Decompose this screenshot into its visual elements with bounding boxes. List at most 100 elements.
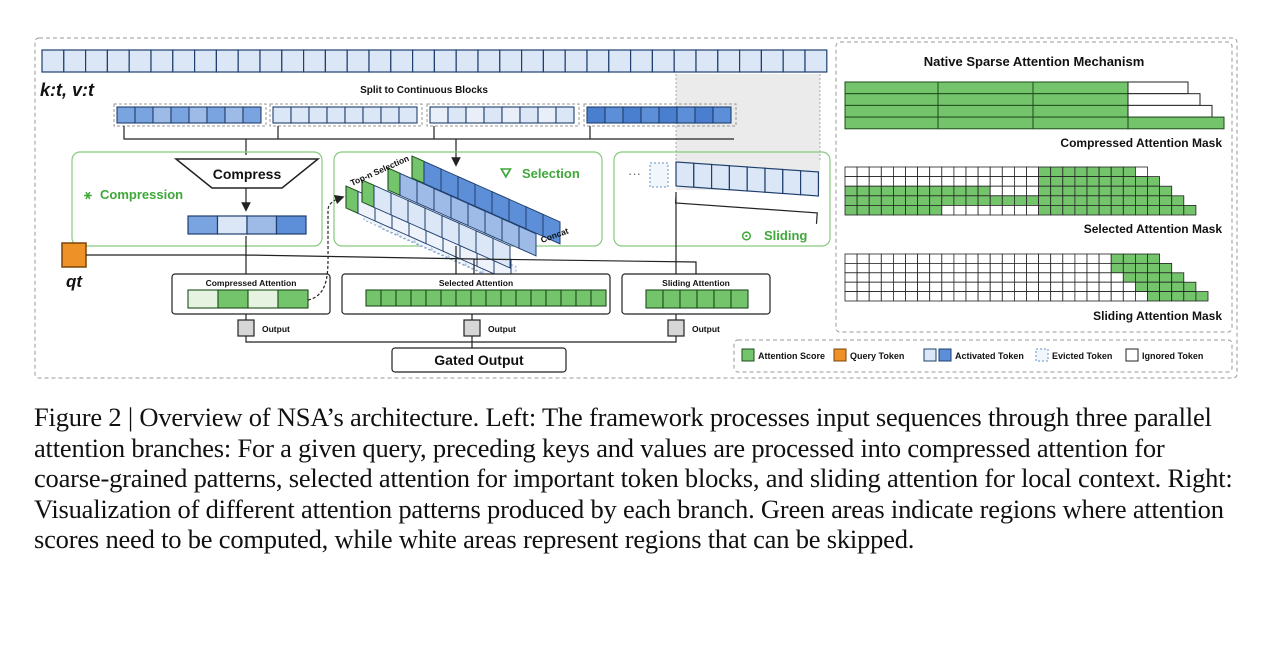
mask-skipped-cell [1026,176,1040,187]
output-label: Output [488,324,516,334]
figure-caption: Figure 2 | Overview of NSA’s architectur… [34,402,1233,554]
mask-skipped-cell [917,166,931,178]
mask-score-cell [1135,176,1148,187]
sliding-dots: ··· [628,166,641,181]
mask-score-cell [1038,195,1052,206]
kv-token [368,49,392,73]
block-token [694,106,714,124]
mask-skipped-cell [868,291,882,302]
mask-score-cell [868,195,882,206]
mask-skipped-cell [868,253,882,264]
kv-token-sequence [41,49,828,73]
mask-score-cell [1183,204,1197,216]
kv-token [106,49,130,73]
selection-block [387,167,537,257]
sliding-token [693,162,713,190]
mask-skipped-cell [880,253,894,264]
block-token [134,106,154,124]
mask-score-cell [1086,176,1100,187]
mask-skipped-cell [941,166,955,178]
mask-skipped-cell [1074,291,1088,302]
selected-attention-label: Selected Attention [439,278,513,288]
kv-token [455,49,479,73]
mask-skipped-cell [856,272,870,283]
mask-skipped-cell [905,176,919,187]
selection-token [542,213,561,245]
kv-token [237,49,261,73]
mask-skipped-cell [953,253,967,264]
mask-score-cell [1098,204,1112,216]
mask-score-cell [1147,281,1161,293]
mask-skipped-cell [1074,272,1088,283]
mask-skipped-cell [989,166,1003,178]
mask-skipped-cell [965,253,979,264]
mask-score-cell [1050,204,1064,216]
mask-score-row [844,81,1129,95]
mask-score-cell [905,195,919,206]
mask-skipped-cell [880,166,894,178]
mask-skipped-cell [1001,262,1015,274]
mask-skipped-cell [989,291,1003,302]
mask-skipped-cell [1050,272,1064,283]
mask-skipped-cell [941,272,955,283]
kv-token [128,49,152,73]
mask-score-cell [1062,166,1076,178]
mask-skipped-cell [1062,262,1076,274]
mask-score-cell [1110,262,1124,274]
mask-score-cell [1135,262,1148,274]
mask-skipped-cell [1135,291,1148,302]
mask-score-cell [1050,185,1064,197]
compressed-token [216,215,248,235]
sliding-token [675,161,695,188]
kv-token [259,49,283,73]
mask-score-cell [1074,166,1088,178]
mask-skipped-cell [905,291,919,302]
mask-skipped-cell [1086,291,1100,302]
mask-skipped-cell [1014,253,1027,264]
mask-skipped-cell [1026,272,1040,283]
mask-score-cell [1171,291,1185,302]
mask-skipped-cell [893,262,906,274]
attention-score-cell [455,289,472,307]
mechanism-dashed-panel [835,41,1233,333]
kv-token [194,49,218,73]
mask-skipped-cell [1098,272,1112,283]
mask-skipped-cell [977,291,991,302]
attention-score-cell [380,289,397,307]
mask-score-cell [844,185,858,197]
sliding-panel [613,151,831,247]
mask-skipped-cell [1026,204,1040,216]
continuous-blocks [113,103,737,127]
block-token [326,106,346,124]
mask-skipped-cell [941,291,955,302]
gated-output-label: Gated Output [434,352,524,368]
mask-skipped-cell [953,166,967,178]
attention-score-cell [470,289,487,307]
mask-skipped-cell [977,272,991,283]
mask-score-cell [1001,195,1015,206]
selected-attention-cells [365,289,607,307]
attention-score-cell [560,289,577,307]
mask-score-cell [1122,166,1136,178]
mask-score-cell [880,204,894,216]
mask-score-cell [965,185,979,197]
mask-skipped-cell [1122,281,1136,293]
mask-skipped-cell [868,281,882,293]
block-token [170,106,190,124]
mask-skipped-cell [941,176,955,187]
block-token [362,106,382,124]
mask-skipped-cell [905,272,919,283]
block-token [380,106,400,124]
attention-score-cell [515,289,532,307]
mask-skipped-cell [1038,281,1052,293]
mask-score-cell [1062,195,1076,206]
outer-dashed-frame [34,37,1238,379]
mask-score-cell [856,185,870,197]
evicted-token [649,162,669,188]
mask-skipped-cell [953,272,967,283]
mask-score-row [844,116,1129,130]
mask-skipped-cell [989,185,1003,197]
mask-score-cell [1122,253,1136,264]
mask-score-cell [1159,291,1173,302]
